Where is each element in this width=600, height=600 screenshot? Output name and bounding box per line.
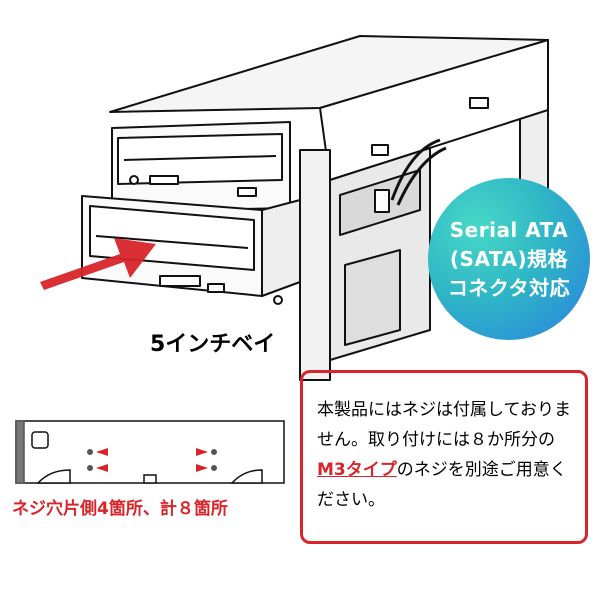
- insert-arrow-icon: [40, 238, 156, 290]
- screw-hole-arrow-icon: [87, 448, 217, 472]
- notice-box: 本製品にはネジは付属しておりません。取り付けには８か所分の M3タイプのネジを別途…: [300, 370, 588, 544]
- badge-line-3: コネクタ対応: [447, 275, 571, 300]
- badge-line-1: Serial ATA: [449, 217, 569, 242]
- screw-hole-label: ネジ穴片側4箇所、計８箇所: [12, 499, 228, 519]
- drive-side-illustration: [15, 420, 285, 484]
- notice-highlight: M3タイプ: [317, 460, 397, 480]
- notice-text-b: のネジを別途ご用意ください。: [317, 460, 567, 510]
- notice-text-a: 本製品にはネジは付属しておりません。取り付けには８か所分の: [317, 400, 571, 450]
- sata-badge: Serial ATA (SATA)規格 コネクタ対応: [428, 178, 590, 340]
- badge-line-2: (SATA)規格: [449, 246, 569, 271]
- bay-label: 5インチベイ: [150, 332, 276, 357]
